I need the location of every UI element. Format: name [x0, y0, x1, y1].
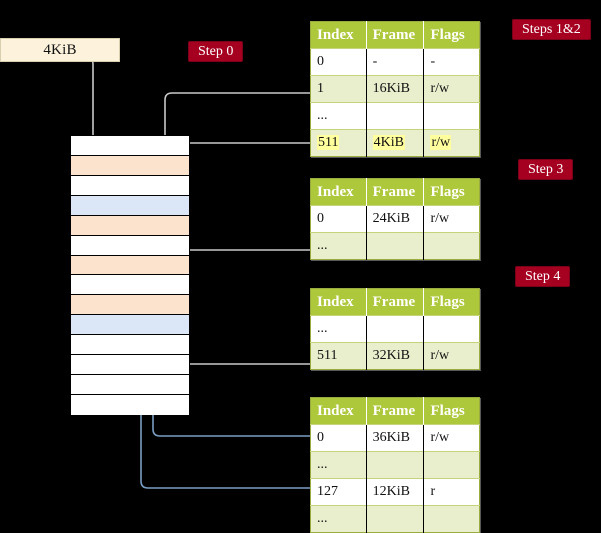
cell-frame	[366, 102, 425, 130]
column-header-index: Index	[310, 397, 367, 425]
cell-index: 0	[310, 424, 367, 452]
memory-frame-row	[71, 136, 189, 156]
wire-step0-source-to-memory	[87, 53, 100, 150]
column-header-flags: Flags	[423, 397, 480, 425]
column-header-frame: Frame	[366, 288, 425, 316]
column-header-flags: Flags	[423, 288, 480, 316]
column-header-index: Index	[310, 21, 367, 49]
table-row: 0--	[310, 48, 480, 76]
cell-index: 0	[310, 48, 367, 76]
highlighted-value: r/w	[430, 135, 452, 150]
cell-flags	[423, 232, 480, 260]
cell-flags	[423, 505, 480, 533]
badge-step-4: Step 4	[515, 266, 571, 287]
cell-index: 511	[310, 129, 367, 157]
cell-frame: 16KiB	[366, 75, 425, 103]
cell-index: 0	[310, 205, 367, 233]
highlighted-value: 4KiB	[372, 135, 405, 150]
column-header-index: Index	[310, 178, 367, 206]
memory-frame-row	[71, 235, 189, 256]
cell-frame	[366, 505, 425, 533]
badge-step-0: Step 0	[188, 41, 244, 62]
column-header-frame: Frame	[366, 21, 425, 49]
cell-frame: 24KiB	[366, 205, 425, 233]
wire-l3-to-memory	[171, 249, 310, 260]
cell-frame	[366, 232, 425, 260]
cell-index: 1	[310, 75, 367, 103]
table-row: ...	[310, 315, 480, 343]
physical-memory-column	[70, 135, 190, 415]
cell-frame	[366, 451, 425, 479]
memory-frame-row	[71, 315, 189, 336]
column-header-index: Index	[310, 288, 367, 316]
cell-frame: 32KiB	[366, 342, 425, 370]
cell-frame: 4KiB	[366, 129, 425, 157]
cell-flags: r/w	[423, 205, 480, 233]
memory-frame-row	[71, 255, 189, 276]
cell-frame: -	[366, 48, 425, 76]
table-row: 511 4KiB r/w	[310, 129, 480, 157]
cell-index: ...	[310, 505, 367, 533]
column-header-flags: Flags	[423, 21, 480, 49]
memory-frame-row	[71, 215, 189, 236]
cell-flags: r	[423, 478, 480, 506]
column-header-frame: Frame	[366, 178, 425, 206]
cell-flags	[423, 451, 480, 479]
cell-flags: r/w	[423, 424, 480, 452]
cell-flags: -	[423, 48, 480, 76]
memory-frame-row	[71, 375, 189, 395]
cell-frame: 12KiB	[366, 478, 425, 506]
cell-index: 127	[310, 478, 367, 506]
memory-frame-row	[71, 335, 189, 356]
memory-frame-row	[71, 355, 189, 376]
cell-flags: r/w	[423, 129, 480, 157]
cell-index: ...	[310, 451, 367, 479]
cell-frame	[366, 315, 425, 343]
table-row: ...	[310, 232, 480, 260]
table-row: ...	[310, 102, 480, 130]
cell-index: 511	[310, 342, 367, 370]
table-row: ...	[310, 451, 480, 479]
wire-l2-to-memory	[172, 306, 310, 365]
cell-flags: r/w	[423, 75, 480, 103]
badge-step-3: Step 3	[518, 159, 574, 180]
cell-index: ...	[310, 102, 367, 130]
cell-flags: r/w	[423, 342, 480, 370]
cell-frame: 36KiB	[366, 424, 425, 452]
memory-frame-row	[71, 295, 189, 316]
cell-flags	[423, 315, 480, 343]
memory-frame-row	[71, 275, 189, 296]
cell-index: ...	[310, 232, 367, 260]
source-frame-box: 4KiB	[0, 38, 120, 62]
badge-steps-1-2: Steps 1&2	[512, 19, 591, 40]
memory-frame-row	[71, 394, 189, 415]
wire-l4-511-to-memory	[169, 142, 310, 151]
column-header-flags: Flags	[423, 178, 480, 206]
memory-frame-row	[71, 175, 189, 196]
memory-frame-row	[71, 195, 189, 216]
table-row: ...	[310, 505, 480, 533]
highlighted-value: 511	[317, 135, 340, 150]
memory-frame-row	[71, 155, 189, 176]
column-header-frame: Frame	[366, 397, 425, 425]
cell-flags	[423, 102, 480, 130]
cell-index: ...	[310, 315, 367, 343]
